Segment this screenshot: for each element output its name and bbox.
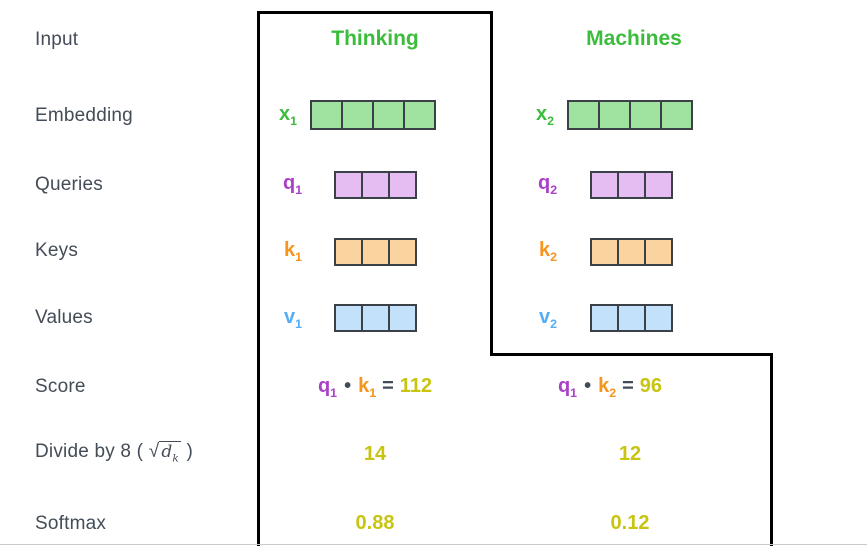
- query-vector-q2: [590, 171, 673, 199]
- softmax-value-2: 0.12: [610, 512, 650, 534]
- query-label-q2: q2: [538, 172, 558, 197]
- divide-value-1: 14: [363, 443, 387, 465]
- vector-cell: [590, 238, 619, 266]
- vector-cell: [644, 171, 673, 199]
- embedding-vector-x2: [567, 100, 693, 130]
- vector-cell: [567, 100, 600, 130]
- vector-cell: [361, 171, 390, 199]
- sqrt-symbol: √: [148, 441, 160, 462]
- page-bottom-edge: [0, 544, 867, 545]
- row-label-keys: Keys: [35, 240, 79, 261]
- vector-cell: [361, 304, 390, 332]
- row-label-values: Values: [35, 307, 93, 328]
- row-label-divide: Divide by 8 ( √dk ): [35, 441, 193, 464]
- key-label-k1: k1: [284, 239, 303, 264]
- row-label-softmax: Softmax: [35, 513, 107, 534]
- equals-sign: =: [382, 375, 394, 397]
- score-value-2: 96: [639, 375, 663, 397]
- key-label-k2: k2: [539, 239, 558, 264]
- vector-cell: [598, 100, 631, 130]
- column-header-machines: Machines: [586, 27, 682, 50]
- vector-cell: [590, 171, 619, 199]
- query-vector-q1: [334, 171, 417, 199]
- row-label-embedding: Embedding: [35, 105, 133, 126]
- vector-cell: [644, 304, 673, 332]
- vector-cell: [341, 100, 374, 130]
- divide-prefix: Divide by 8 (: [35, 441, 149, 462]
- vector-cell: [660, 100, 693, 130]
- vector-cell: [629, 100, 662, 130]
- vector-cell: [617, 171, 646, 199]
- scope-border-outer-right: [770, 353, 773, 546]
- value-vector-v1: [334, 304, 417, 332]
- softmax-value-1: 0.88: [355, 512, 395, 534]
- score-expression-1: q1•k1=112: [317, 375, 433, 400]
- vector-cell: [310, 100, 343, 130]
- scope-border-left: [257, 11, 260, 546]
- score-value-1: 112: [399, 375, 433, 397]
- vector-cell: [590, 304, 619, 332]
- vector-cell: [388, 171, 417, 199]
- row-label-input: Input: [35, 29, 79, 50]
- vector-cell: [334, 238, 363, 266]
- column-header-thinking: Thinking: [331, 27, 419, 50]
- embedding-label-x1: x1: [279, 103, 298, 128]
- value-vector-v2: [590, 304, 673, 332]
- equals-sign: =: [622, 375, 634, 397]
- value-label-v2: v2: [539, 306, 558, 331]
- score-expression-2: q1•k2=96: [557, 375, 663, 400]
- vector-cell: [388, 304, 417, 332]
- vector-cell: [617, 238, 646, 266]
- vector-cell: [644, 238, 673, 266]
- embedding-label-x2: x2: [536, 103, 555, 128]
- query-label-q1: q1: [283, 172, 303, 197]
- row-label-queries: Queries: [35, 174, 103, 195]
- scope-border-inner-right: [490, 11, 493, 356]
- vector-cell: [617, 304, 646, 332]
- embedding-vector-x1: [310, 100, 436, 130]
- sqrt-radicand: dk: [159, 441, 182, 465]
- scope-border-top: [257, 11, 493, 14]
- vector-cell: [361, 238, 390, 266]
- key-vector-k1: [334, 238, 417, 266]
- vector-cell: [403, 100, 436, 130]
- dot-operator: •: [584, 375, 592, 397]
- row-label-score: Score: [35, 376, 86, 397]
- divide-value-2: 12: [618, 443, 642, 465]
- vector-cell: [388, 238, 417, 266]
- vector-cell: [334, 171, 363, 199]
- vector-cell: [372, 100, 405, 130]
- key-vector-k2: [590, 238, 673, 266]
- dot-operator: •: [344, 375, 352, 397]
- value-label-v1: v1: [284, 306, 303, 331]
- scope-border-step: [490, 353, 773, 356]
- divide-suffix: ): [181, 441, 194, 462]
- vector-cell: [334, 304, 363, 332]
